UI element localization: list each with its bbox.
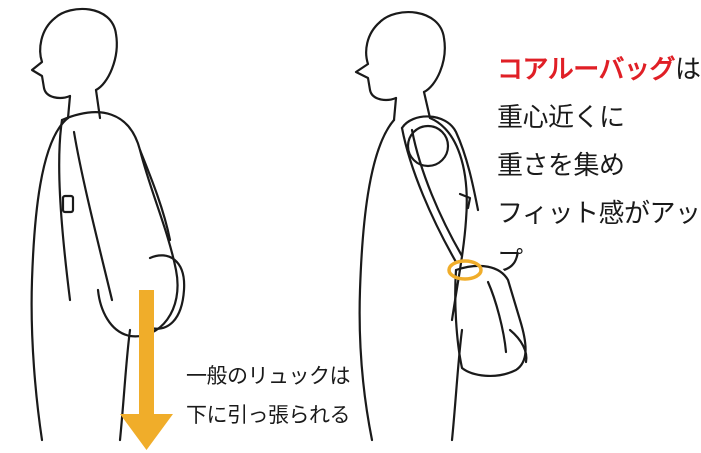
caption-line-brand: コアルーバッグは [497,46,701,94]
strap-ring-highlight [447,259,483,281]
right-person-outline [354,10,468,442]
backpack [58,111,186,338]
backpack-caption: 一般のリュックは 下に引っ張られる [186,357,351,435]
left-figure-backpack [30,7,186,450]
caption-line-4: フィット感がアップ [497,199,701,277]
caption-line-3: 重さを集め [497,151,625,181]
core-bag-caption: コアルーバッグは 重心近くに 重さを集め フィット感がアップ [497,46,701,286]
brand-name: コアルーバッグ [497,55,675,85]
brand-suffix: は [674,55,701,85]
down-arrow [120,290,173,450]
right-figure-core-bag [354,10,528,442]
core-bag [400,115,528,377]
backpack-caption-line-1: 一般のリュックは [186,364,351,388]
backpack-caption-line-2: 下に引っ張られる [186,403,351,427]
left-person-outline [30,7,132,442]
caption-line-2: 重心近くに [497,103,625,133]
